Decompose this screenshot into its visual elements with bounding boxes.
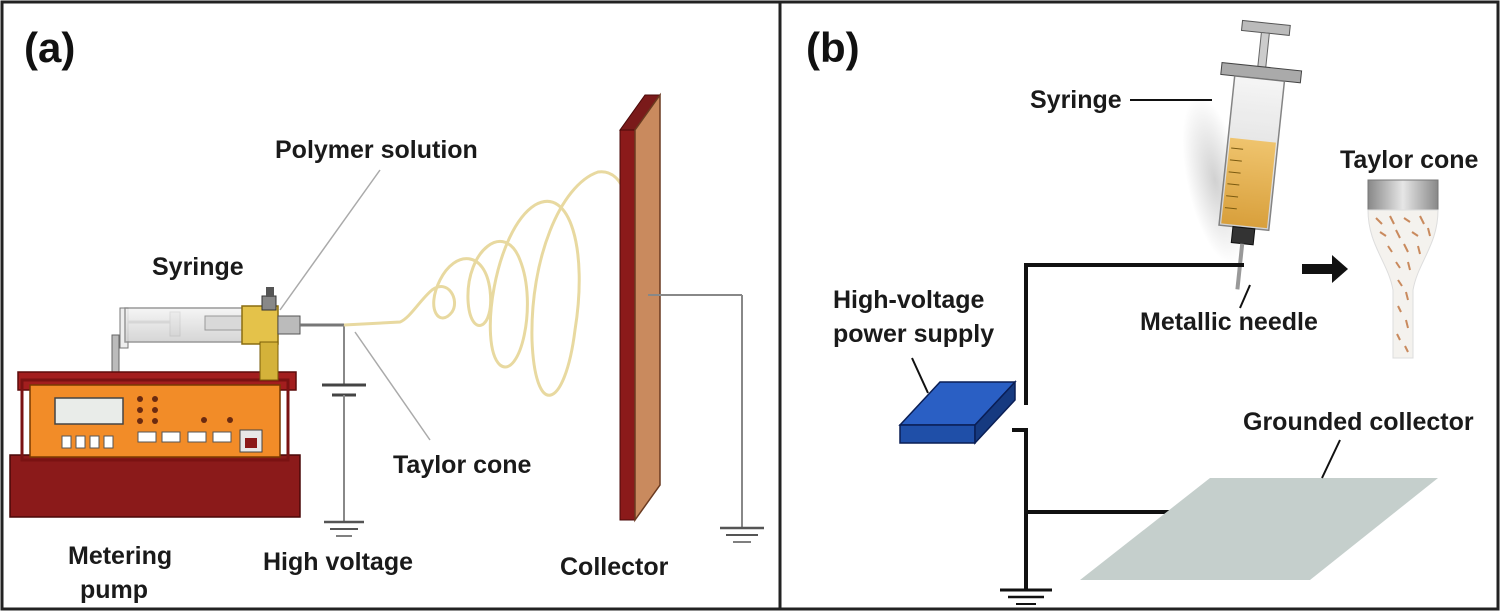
label-collector: Collector: [560, 553, 669, 581]
leader-polymer-solution: [279, 169, 381, 311]
label-syringe-a: Syringe: [152, 253, 244, 281]
pump-display: [54, 397, 124, 425]
supply-wires: [1000, 263, 1244, 605]
leader-metallic-needle: [1239, 284, 1251, 309]
high-voltage-circuit: [322, 325, 366, 537]
fiber-jet: [343, 170, 634, 397]
pump-panel-frame: [20, 378, 290, 462]
pump-body: [9, 454, 301, 518]
panel-a: (a): [9, 24, 764, 604]
pump-switch-inner: [245, 438, 257, 448]
leader-power-supply: [911, 357, 929, 394]
leader-grounded-collector: [1321, 439, 1341, 479]
panel-b: (b): [806, 19, 1479, 605]
high-voltage-power-supply: [898, 380, 1017, 445]
label-taylor-cone-a: Taylor cone: [393, 451, 532, 479]
label-metallic-needle: Metallic needle: [1140, 308, 1318, 336]
grounded-collector-plate: [1080, 478, 1438, 580]
label-taylor-cone-b: Taylor cone: [1340, 146, 1479, 174]
label-pump: pump: [80, 576, 148, 604]
collector-ground: [648, 294, 764, 543]
label-grounded-collector: Grounded collector: [1243, 408, 1474, 436]
label-syringe-b: Syringe: [1030, 86, 1122, 114]
label-hv-supply-1: High-voltage: [833, 286, 984, 314]
taylor-cone-illustration: [1367, 179, 1439, 359]
pump-keypad: [137, 396, 233, 424]
pump-buttons: [61, 431, 232, 449]
syringe-a: [119, 287, 344, 381]
label-high-voltage: High voltage: [263, 548, 413, 576]
leader-taylor-cone-a: [354, 331, 431, 441]
syringe-b: [1218, 19, 1303, 290]
panel-b-letter: (b): [806, 24, 860, 71]
label-hv-supply-2: power supply: [833, 320, 994, 348]
metering-pump: [9, 371, 301, 518]
panel-a-letter: (a): [24, 24, 75, 71]
label-metering: Metering: [68, 542, 172, 570]
arrow-to-taylor-cone: [1302, 255, 1348, 283]
label-polymer-solution: Polymer solution: [275, 136, 478, 164]
collector-plate: [619, 92, 661, 523]
